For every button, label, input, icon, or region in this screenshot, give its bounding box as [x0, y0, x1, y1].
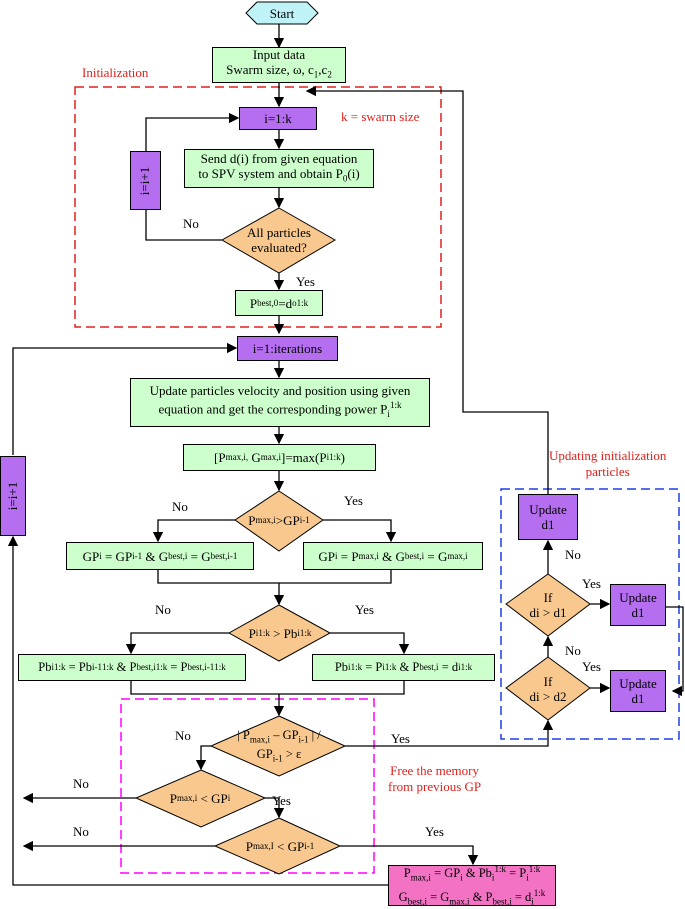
send-line1: Send d(i) from given equation: [200, 150, 358, 166]
free-memory-label: Free the memory from previous GP: [388, 763, 481, 795]
cond5-decision: [213, 817, 342, 875]
increment-i-box-1: i=i+1: [130, 151, 161, 210]
yes-label-3: Yes: [355, 602, 374, 617]
update-d1-mid-line2: d1: [631, 605, 645, 620]
cond3-line2: GPi-1 > ε: [256, 747, 302, 764]
yes-label-2: Yes: [344, 493, 363, 508]
updating-init-label: Updating initialization particles: [549, 448, 666, 480]
if2-text: If di > d2: [516, 674, 580, 704]
upd-init-line2: particles: [585, 464, 630, 479]
loop-iterations: i=1:iterations: [237, 336, 338, 361]
all-eval-line2: evaluated?: [251, 240, 307, 255]
final-line1: Pmax,i = GPi & Pbi1:k = Pi1:k: [403, 863, 541, 883]
no-label-2: No: [172, 499, 188, 514]
no-label-4: No: [175, 728, 191, 743]
update-d1-bot-line1: Update: [619, 676, 657, 691]
cond3-decision: [209, 715, 347, 777]
if1-line2: di > d1: [529, 605, 567, 620]
update-d1-bot-line2: d1: [631, 691, 645, 706]
start-label: Start: [269, 5, 295, 21]
update-region: [500, 488, 680, 740]
free-mem-line2: from previous GP: [388, 779, 482, 794]
send-box: Send d(i) from given equation to SPV sys…: [184, 149, 374, 188]
no-label-5: No: [73, 776, 89, 791]
yes-label-6: Yes: [425, 824, 444, 839]
all-evaluated-text: All particles evaluated?: [228, 222, 330, 258]
cond3-text: | Pmax,i – GPi-1 | / GPi-1 > ε: [216, 727, 342, 764]
if1-text: If di > d1: [516, 590, 580, 620]
free-mem-line1: Free the memory: [390, 763, 479, 778]
cond4-decision: [134, 769, 267, 828]
update-d1-top-line1: Update: [529, 502, 567, 517]
input-line2: Swarm size, ω, c1,c2: [226, 62, 332, 80]
increment-i-box-2: i=i+1: [0, 456, 26, 536]
loop-i-k: i=1:k: [239, 107, 317, 130]
cond3-line1: | Pmax,i – GPi-1 | /: [237, 727, 321, 745]
update-d1-box-top: Update d1: [518, 494, 578, 540]
no-label-6: No: [73, 824, 89, 839]
update-d1-mid-line1: Update: [619, 590, 657, 605]
no-label-7: No: [565, 547, 581, 562]
no-label-8: No: [565, 643, 581, 658]
yes-label-8: Yes: [582, 659, 601, 674]
input-data-box: Input data Swarm size, ω, c1,c2: [212, 47, 346, 83]
send-line2: to SPV system and obtain P0(i): [198, 165, 360, 184]
all-eval-line1: All particles: [247, 225, 311, 240]
yes-label-4: Yes: [391, 731, 410, 746]
input-line1: Input data: [252, 47, 306, 63]
update-velocity-box: Update particles velocity and position u…: [130, 378, 430, 427]
upd-init-line1: Updating initialization: [549, 448, 667, 463]
cond1-decision: [234, 490, 324, 552]
yes-label-5: Yes: [272, 793, 291, 808]
update-d1-box-bottom: Update d1: [610, 670, 666, 712]
initialization-label: Initialization: [82, 65, 149, 80]
no-label-3: No: [155, 602, 171, 617]
final-update-box: Pmax,i = GPi & Pbi1:k = Pi1:k Gbest,i = …: [388, 863, 556, 907]
memory-region: [120, 698, 375, 874]
yes-label-7: Yes: [582, 576, 601, 591]
update-d1-top-line2: d1: [541, 517, 555, 532]
update-vel-line1: Update particles velocity and position u…: [149, 383, 411, 399]
if1-line1: If: [543, 590, 553, 605]
update-vel-line2: equation and get the corresponding power…: [158, 400, 402, 419]
if2-line1: If: [543, 674, 553, 689]
no-label-1: No: [183, 216, 199, 231]
k-swarm-size-label: k = swarm size: [341, 109, 420, 124]
start-terminal: [245, 1, 319, 25]
final-line2: Gbest,i = Gmax,i & Pbest,i = di1:k: [398, 887, 546, 907]
yes-label-1: Yes: [296, 274, 315, 289]
update-d1-box-mid: Update d1: [610, 584, 666, 626]
if2-line2: di > d2: [529, 689, 567, 704]
cond2-decision: [227, 604, 332, 662]
initialization-region: [74, 86, 442, 328]
